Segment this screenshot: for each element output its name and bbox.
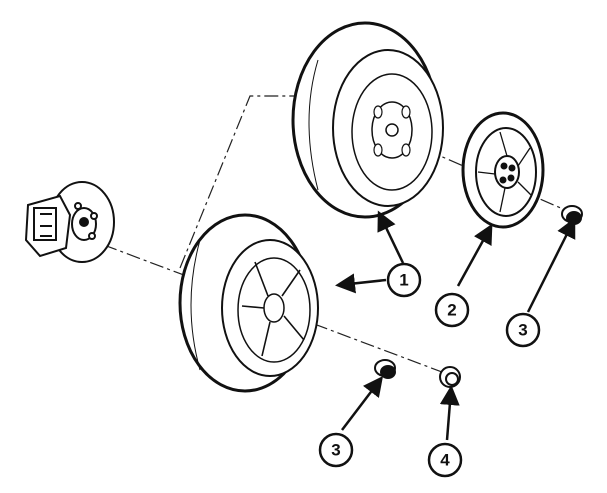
- callout-2-label: 2: [447, 301, 456, 320]
- callout-4: 4: [427, 442, 463, 478]
- lug-nut-rear: [561, 205, 583, 225]
- brake-hub-assembly: [24, 181, 115, 263]
- callout-3-rear: 3: [505, 312, 541, 348]
- alloy-wheel-tire: [178, 213, 319, 393]
- callout-1: 1: [386, 262, 422, 298]
- callout-3-front: 3: [318, 432, 354, 468]
- lug-nut-cap: [439, 366, 461, 388]
- steel-wheel-tire: [291, 21, 444, 219]
- callout-4-label: 4: [440, 451, 450, 470]
- callout-3-rear-label: 3: [518, 321, 527, 340]
- leader-arrows: [335, 210, 576, 441]
- lug-nut: [374, 359, 396, 379]
- callout-1-label: 1: [399, 271, 408, 290]
- hubcap: [461, 111, 545, 229]
- callout-3-front-label: 3: [331, 441, 340, 460]
- callout-2: 2: [434, 292, 470, 328]
